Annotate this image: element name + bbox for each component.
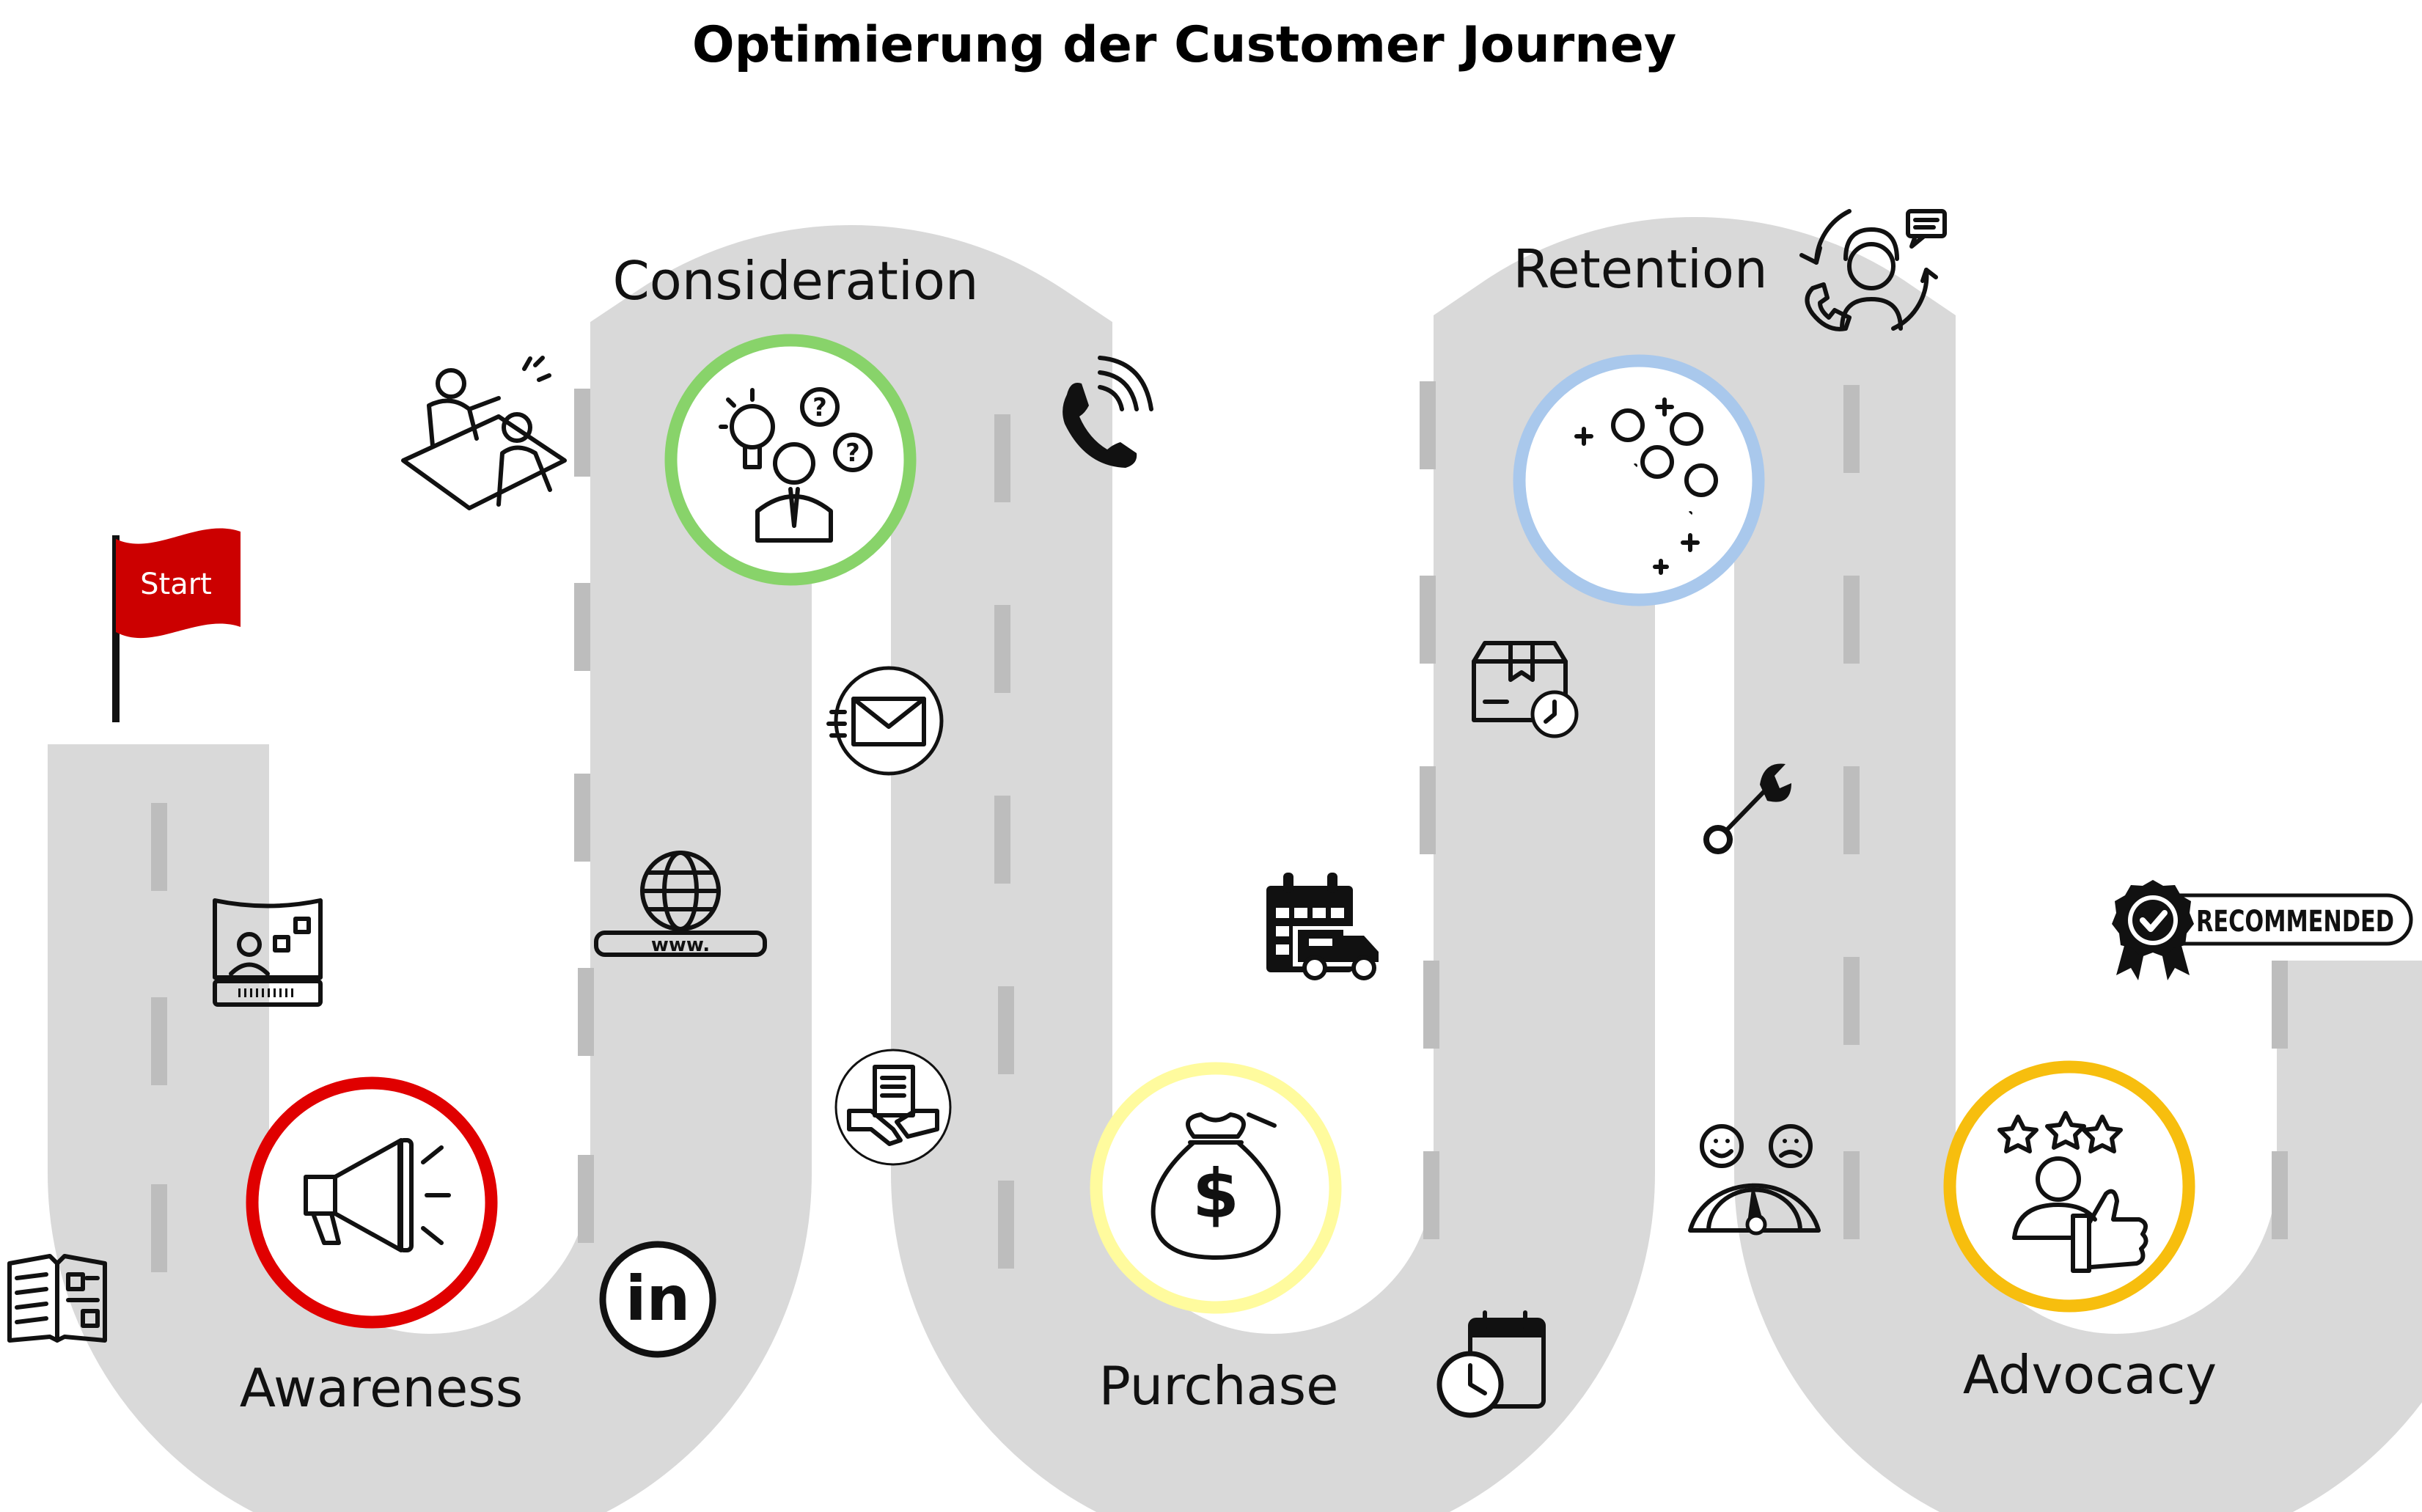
email-icon [826, 666, 944, 776]
stage-consideration: ? ? Consideration [612, 250, 979, 586]
svg-text:?: ? [812, 393, 827, 422]
schedule-calendar-icon [1436, 1310, 1546, 1418]
stage-retention: Retention [1513, 238, 1768, 606]
svg-text:?: ? [845, 438, 860, 468]
phone-icon [1063, 356, 1153, 468]
retention-label: Retention [1513, 238, 1767, 300]
recommended-badge: RECOMMENDED [2112, 880, 2413, 980]
customer-support-icon [1799, 209, 1947, 331]
consideration-ring [664, 334, 917, 586]
awareness-label: Awareness [240, 1357, 524, 1419]
newspaper-icon [7, 1254, 107, 1343]
stage-purchase: $ Purchase [1090, 1062, 1342, 1417]
stage-awareness: Awareness [240, 1076, 524, 1419]
start-label: Start [140, 568, 212, 601]
lane-dashes [151, 381, 2288, 1272]
wrench-icon [1703, 763, 1791, 854]
svg-text:www.: www. [651, 934, 710, 956]
awareness-ring [246, 1076, 498, 1329]
start-flag: Start [112, 528, 241, 722]
flag-cloth [116, 528, 241, 639]
road-path [47, 217, 2422, 1512]
page-title: Optimierung der Customer Journey [691, 16, 1677, 74]
svg-text:in: in [625, 1263, 691, 1335]
purchase-ring [1090, 1062, 1342, 1314]
meeting-icon [401, 356, 567, 510]
recommended-label: RECOMMENDED [2196, 905, 2394, 939]
advocacy-label: Advocacy [1963, 1344, 2217, 1406]
thumbs-up-rating-icon [1997, 1111, 2148, 1273]
contract-handshake-icon [834, 1049, 952, 1166]
billboard-icon [213, 898, 323, 1007]
checkmark-badge-icon [2112, 880, 2194, 980]
satisfaction-meter-icon [1688, 1124, 1821, 1236]
money-bag-icon: $ [1151, 1112, 1281, 1260]
package-delivery-icon [1472, 641, 1579, 738]
website-globe-icon: www. [594, 851, 767, 957]
magnet-customers-icon [1574, 397, 1718, 575]
idea-question-person-icon: ? ? [719, 387, 873, 543]
purchase-label: Purchase [1099, 1355, 1339, 1417]
megaphone-icon [304, 1138, 451, 1252]
stage-advocacy: Advocacy [1943, 1060, 2217, 1406]
consideration-label: Consideration [612, 250, 978, 312]
linkedin-icon: in [599, 1241, 716, 1358]
advocacy-ring [1943, 1060, 2195, 1313]
svg-text:$: $ [1192, 1155, 1239, 1233]
delivery-truck-calendar-icon [1266, 873, 1379, 980]
road [47, 217, 2422, 1512]
